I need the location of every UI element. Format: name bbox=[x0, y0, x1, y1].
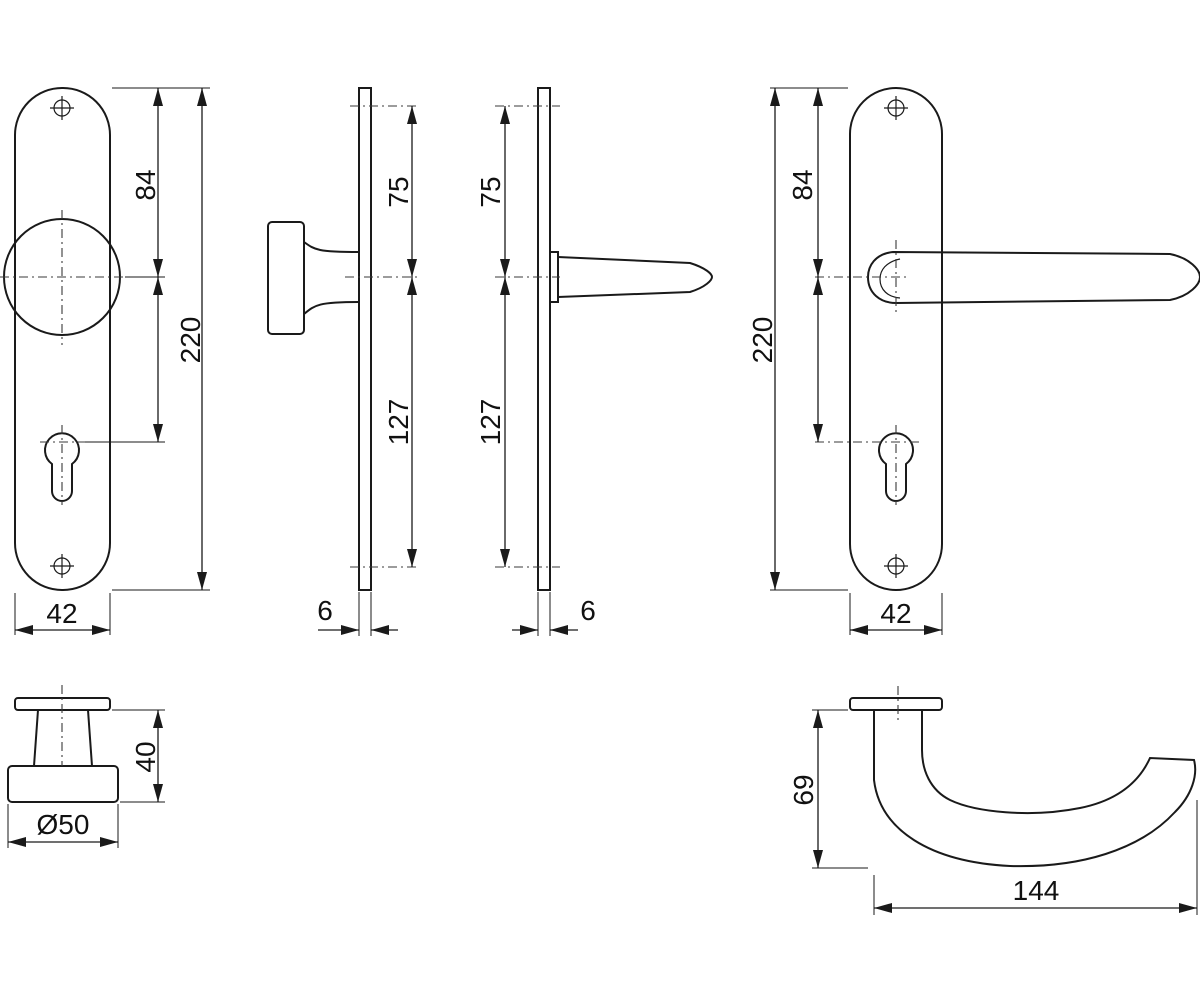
cylinder-keyhole bbox=[44, 432, 80, 502]
dim-label-220: 220 bbox=[747, 317, 778, 364]
knob-plate-side bbox=[358, 87, 372, 591]
knob-head-top bbox=[7, 765, 119, 803]
dim-label-6: 6 bbox=[580, 595, 596, 626]
dim-label-75: 75 bbox=[475, 176, 506, 207]
dim-label-42: 42 bbox=[46, 598, 77, 629]
dim-label-84: 84 bbox=[787, 169, 818, 200]
lever-plate-side bbox=[537, 87, 551, 591]
dim-label-75: 75 bbox=[383, 176, 414, 207]
knob-head-side bbox=[267, 221, 305, 335]
knob-backplate bbox=[14, 87, 111, 591]
knob-shank-top bbox=[33, 709, 93, 767]
lever-rose-top bbox=[849, 697, 943, 711]
dim-label-220: 220 bbox=[175, 317, 206, 364]
knob-neck bbox=[303, 241, 360, 315]
lever-backplate bbox=[849, 87, 943, 591]
screw-hole-icon bbox=[884, 554, 908, 578]
cylinder-keyhole bbox=[878, 432, 914, 502]
dim-label-84: 84 bbox=[130, 169, 161, 200]
dim-label-6: 6 bbox=[317, 595, 333, 626]
knob-plate-front-view: 84 220 42 bbox=[0, 87, 210, 635]
lever-plate-front-view: 220 84 42 bbox=[747, 87, 1200, 635]
lever-side-view: 75 127 6 bbox=[475, 87, 714, 636]
knob-side-view: 75 127 6 bbox=[267, 87, 420, 636]
screw-hole-icon bbox=[50, 554, 74, 578]
lever-handle bbox=[866, 250, 1200, 305]
lever-top-view: 69 144 bbox=[788, 686, 1198, 915]
dim-label-144: 144 bbox=[1013, 875, 1060, 906]
screw-hole-icon bbox=[884, 96, 908, 120]
screw-hole-icon bbox=[50, 96, 74, 120]
dim-label-40: 40 bbox=[130, 741, 161, 772]
dim-label-diameter-50: Ø50 bbox=[37, 809, 90, 840]
dim-label-127: 127 bbox=[475, 399, 506, 446]
dim-label-127: 127 bbox=[383, 399, 414, 446]
dim-label-42: 42 bbox=[880, 598, 911, 629]
lever-handle-side bbox=[557, 256, 714, 298]
knob-top-view: 40 Ø50 bbox=[7, 685, 165, 848]
lever-rose-inner bbox=[879, 258, 901, 299]
lever-handle-top bbox=[873, 710, 1197, 868]
dim-label-69: 69 bbox=[788, 774, 819, 805]
